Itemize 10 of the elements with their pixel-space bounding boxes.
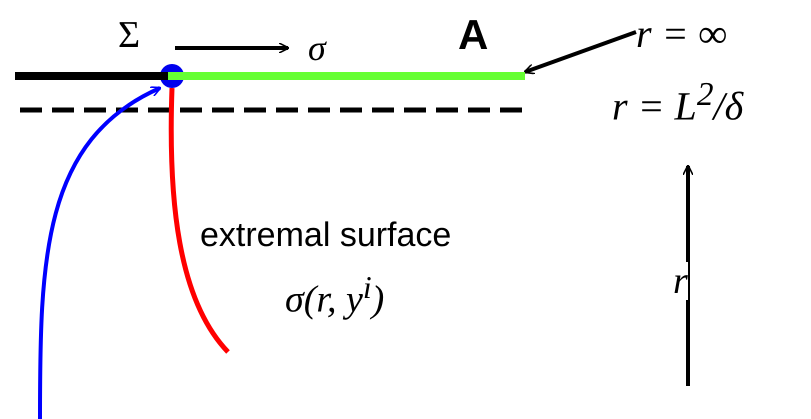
leader-line (523, 30, 637, 74)
boundary-label: r = ∞ (636, 14, 728, 54)
arrow (38, 86, 162, 419)
region-label: A (458, 14, 488, 56)
symbol-label: Σ (118, 16, 140, 54)
axis-label: r (673, 262, 688, 300)
curve-label: extremal surface (200, 218, 452, 252)
cutoff-label: r = L$^{2}$/δ (612, 78, 744, 126)
symbol-label: σ (308, 30, 326, 66)
formula-label: σ(r, y$^{i}$) (285, 272, 384, 319)
